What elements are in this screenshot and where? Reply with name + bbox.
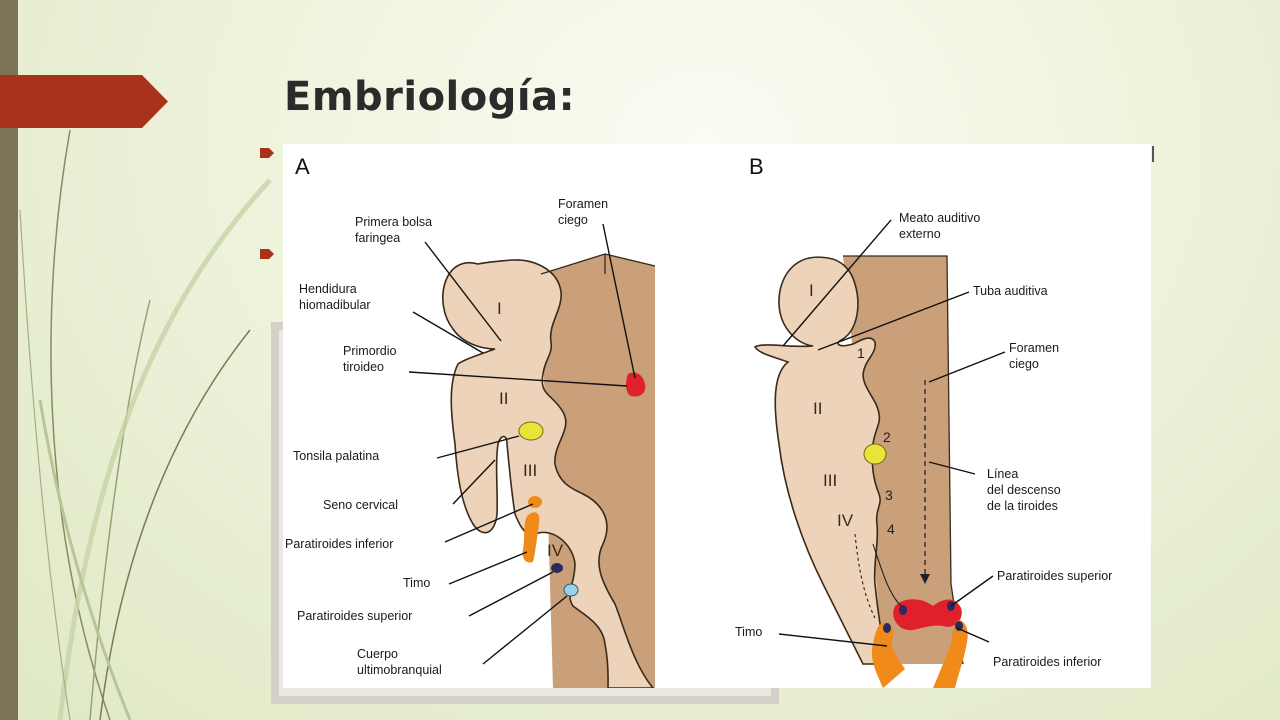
paratiroides-sup-b-left xyxy=(899,605,907,615)
paratiroides-sup-shape xyxy=(551,563,563,573)
paratiroides-inf-shape xyxy=(528,496,542,508)
label-seno: Seno cervical xyxy=(323,498,398,512)
label-tonsila: Tonsila palatina xyxy=(293,449,379,463)
label-foramen-ciego-b: Foramen ciego xyxy=(1009,341,1063,371)
label-paratiroides-sup-a: Paratiroides superior xyxy=(297,609,412,623)
pouch-number-2: 2 xyxy=(883,429,891,445)
label-paratiroides-inf-a: Paratiroides inferior xyxy=(285,537,393,551)
decorative-curves xyxy=(19,129,272,720)
panel-b-light-tissue xyxy=(753,256,890,665)
label-cuerpo: Cuerpo ultimobranquial xyxy=(357,647,442,677)
label-hendidura: Hendidura hiomadibular xyxy=(299,282,371,312)
arch-iv-label: IV xyxy=(547,541,564,560)
bullet-marker-1 xyxy=(260,148,274,158)
arch-iii-label: III xyxy=(523,461,537,480)
label-paratiroides-sup-b: Paratiroides superior xyxy=(997,569,1112,583)
thyroid-b-shape xyxy=(893,599,962,631)
arch-iv-label-b: IV xyxy=(837,511,854,530)
tonsila-shape xyxy=(518,421,544,441)
panel-a-dark-tissue xyxy=(541,254,655,688)
embryology-figure: A I II III IV Primera bolsa faringea For… xyxy=(283,144,1151,688)
slide-title: Embriología: xyxy=(284,74,576,120)
arch-ii-label: II xyxy=(499,389,508,408)
timo-b-left xyxy=(871,622,905,688)
label-tuba: Tuba auditiva xyxy=(973,284,1048,298)
pouch-number-4: 4 xyxy=(887,521,895,537)
panel-a-letter: A xyxy=(295,154,310,179)
bullet-marker-2 xyxy=(260,249,274,259)
arch-i-label: I xyxy=(497,299,502,318)
arch-i-label-b: I xyxy=(809,281,814,300)
pouch-number-3: 3 xyxy=(885,487,893,503)
paratiroides-inf-b-left xyxy=(883,623,891,633)
label-timo-a: Timo xyxy=(403,576,430,590)
arch-iii-label-b: III xyxy=(823,471,837,490)
label-meato: Meato auditivo externo xyxy=(899,211,984,241)
label-foramen-ciego-a: Foramen ciego xyxy=(558,197,612,227)
timo-b-right xyxy=(933,620,968,688)
left-accent-bar xyxy=(0,0,18,720)
panel-b-dark-tissue xyxy=(843,256,963,664)
migration-arrow-1 xyxy=(854,533,876,619)
label-timo-b: Timo xyxy=(735,625,762,639)
label-primera-bolsa: Primera bolsa faringea xyxy=(355,215,436,245)
tonsila-b-shape xyxy=(863,443,887,465)
timo-shape xyxy=(522,512,540,563)
cuerpo-ultimobranquial-shape xyxy=(563,583,579,597)
arch-ii-label-b: II xyxy=(813,399,822,418)
label-linea: Línea del descenso de la tiroides xyxy=(987,467,1064,513)
descent-arrowhead xyxy=(920,574,930,584)
migration-arrow-2 xyxy=(872,543,902,607)
label-paratiroides-inf-b: Paratiroides inferior xyxy=(993,655,1101,669)
thyroid-primordium-shape xyxy=(626,372,646,397)
title-accent-arrow xyxy=(0,75,168,128)
pouch-number-1: 1 xyxy=(857,345,865,361)
text-cursor-mark xyxy=(1152,146,1154,162)
panel-a-outline xyxy=(540,253,656,275)
label-primordio: Primordio tiroideo xyxy=(343,344,400,374)
panel-b-letter: B xyxy=(749,154,764,179)
